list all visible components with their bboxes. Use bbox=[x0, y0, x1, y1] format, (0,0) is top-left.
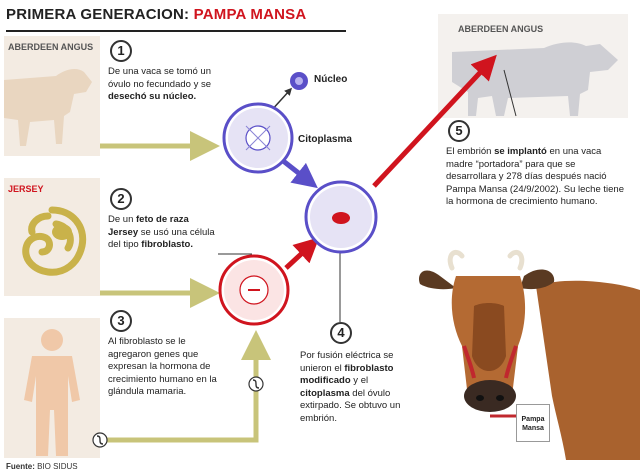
step-4-text: Por fusión eléctrica se unieron el fibro… bbox=[300, 350, 418, 425]
ear-tag: Pampa Mansa bbox=[516, 404, 550, 442]
cow-silhouette-icon bbox=[4, 69, 92, 146]
bold-fragment: feto de raza Jersey bbox=[108, 214, 189, 238]
step-3-text: Al fibroblasto se le agregaron genes que… bbox=[108, 336, 222, 399]
step-4-number: 4 bbox=[330, 322, 352, 344]
aberdeen-panel: ABERDEEN ANGUS bbox=[4, 36, 100, 156]
text-fragment: del óvulo extirpado. Se obtuvo un embrió… bbox=[300, 387, 401, 424]
bold-fragment: se implantó bbox=[494, 146, 547, 157]
title-accent: PAMPA MANSA bbox=[193, 6, 307, 23]
fetus-icon bbox=[22, 206, 87, 276]
bold-fragment: fibroblasto. bbox=[141, 239, 194, 250]
text-fragment: se usó una célula del tipo bbox=[108, 226, 215, 251]
egg-cell-icon bbox=[222, 102, 294, 174]
text-fragment: De una vaca se tomó un óvulo no fecundad… bbox=[108, 66, 211, 90]
step-2-number: 2 bbox=[110, 188, 132, 210]
surrogate-label: ABERDEEN ANGUS bbox=[458, 24, 544, 34]
text-fragment: en una vaca madre “portadora” para que s… bbox=[446, 146, 624, 207]
text-fragment: y el bbox=[350, 375, 369, 386]
cytoplasm-label: Citoplasma bbox=[298, 134, 352, 145]
jersey-panel: JERSEY bbox=[4, 178, 100, 296]
gene-marker-icon bbox=[92, 432, 108, 448]
footer-label: Fuente: bbox=[6, 462, 35, 471]
footer-source: BIO SIDUS bbox=[37, 462, 78, 471]
human-panel bbox=[4, 318, 100, 458]
text-fragment: Al fibroblasto se le agregaron genes que… bbox=[108, 336, 217, 397]
step-3-number: 3 bbox=[110, 310, 132, 332]
text-fragment: El embrión bbox=[446, 146, 495, 157]
jersey-label: JERSEY bbox=[8, 184, 44, 194]
step-5-number: 5 bbox=[448, 120, 470, 142]
title-prefix: PRIMERA GENERACION: bbox=[6, 6, 194, 23]
ear-tag-line-2: Mansa bbox=[522, 425, 544, 432]
nucleus-icon bbox=[290, 72, 308, 90]
header-rule bbox=[6, 30, 346, 32]
step-5-text: El embrión se implantó en una vaca madre… bbox=[446, 146, 626, 209]
bold-fragment: desechó su núcleo. bbox=[108, 91, 197, 102]
nucleus-label: Núcleo bbox=[314, 74, 348, 85]
text-fragment: Por fusión eléctrica se unieron el bbox=[300, 350, 394, 374]
source-footer: Fuente: BIO SIDUS bbox=[6, 462, 78, 471]
step-1-number: 1 bbox=[110, 40, 132, 62]
page-title: PRIMERA GENERACION: PAMPA MANSA bbox=[6, 6, 306, 23]
human-silhouette-icon bbox=[24, 329, 80, 456]
step-1-text: De una vaca se tomó un óvulo no fecundad… bbox=[108, 66, 220, 104]
aberdeen-label: ABERDEEN ANGUS bbox=[8, 42, 94, 52]
ear-tag-line-1: Pampa bbox=[521, 416, 545, 423]
gene-marker-icon bbox=[248, 376, 264, 392]
text-fragment: De un bbox=[108, 214, 136, 225]
fused-cell-icon bbox=[304, 180, 378, 254]
bold-fragment: citoplasma bbox=[300, 387, 350, 399]
fibroblast-cell-icon bbox=[218, 254, 290, 326]
step-2-text: De un feto de raza Jersey se usó una cél… bbox=[108, 214, 220, 252]
bold-fragment: fibroblasto modificado bbox=[300, 362, 394, 387]
